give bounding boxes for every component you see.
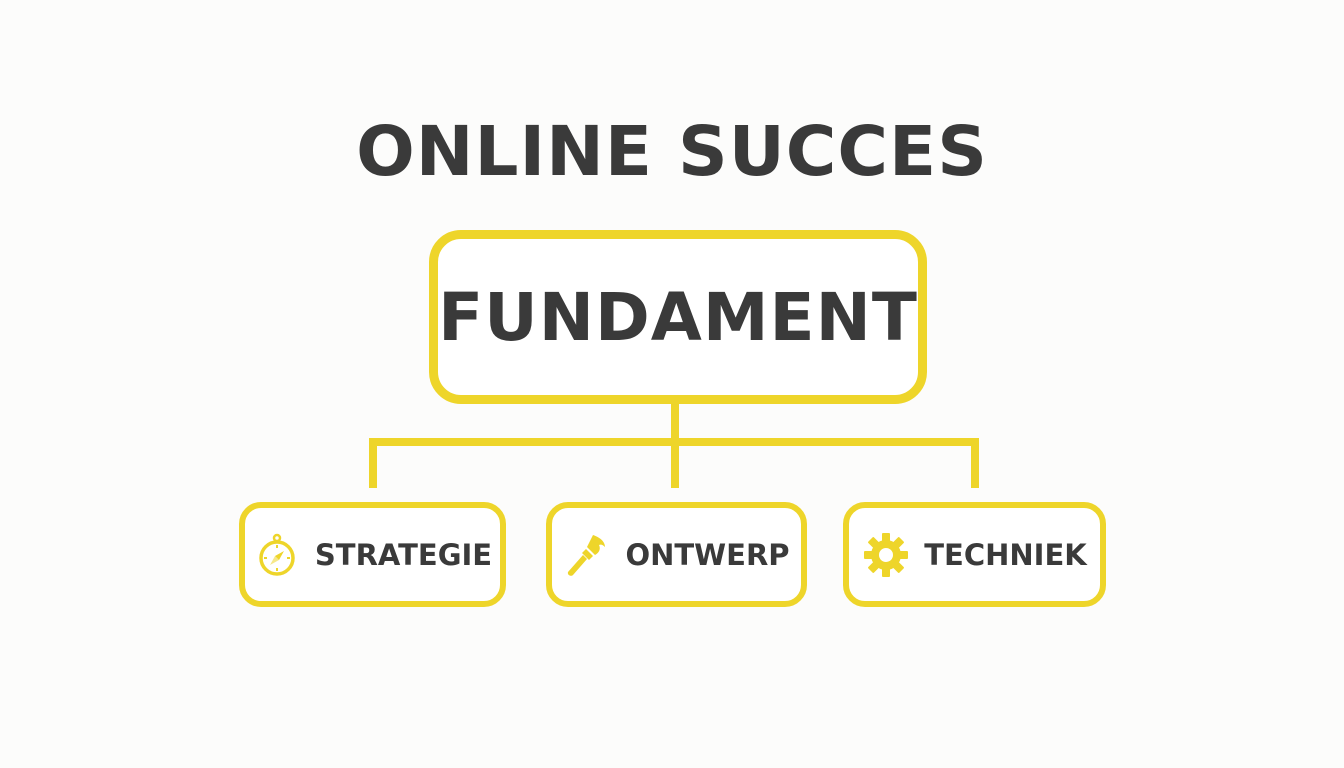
node-fundament: FUNDAMENT (429, 230, 927, 404)
node-strategie: STRATEGIE (239, 502, 506, 607)
node-ontwerp: ONTWERP (546, 502, 807, 607)
diagram-title: ONLINE SUCCES (356, 112, 988, 192)
node-techniek-label: TECHNIEK (924, 537, 1087, 572)
node-techniek: TECHNIEK (843, 502, 1106, 607)
brush-icon (563, 531, 611, 579)
gear-icon (862, 531, 910, 579)
node-strategie-label: STRATEGIE (314, 537, 493, 572)
node-ontwerp-label: ONTWERP (625, 537, 790, 572)
compass-icon (253, 531, 301, 579)
node-fundament-label: FUNDAMENT (438, 278, 918, 356)
